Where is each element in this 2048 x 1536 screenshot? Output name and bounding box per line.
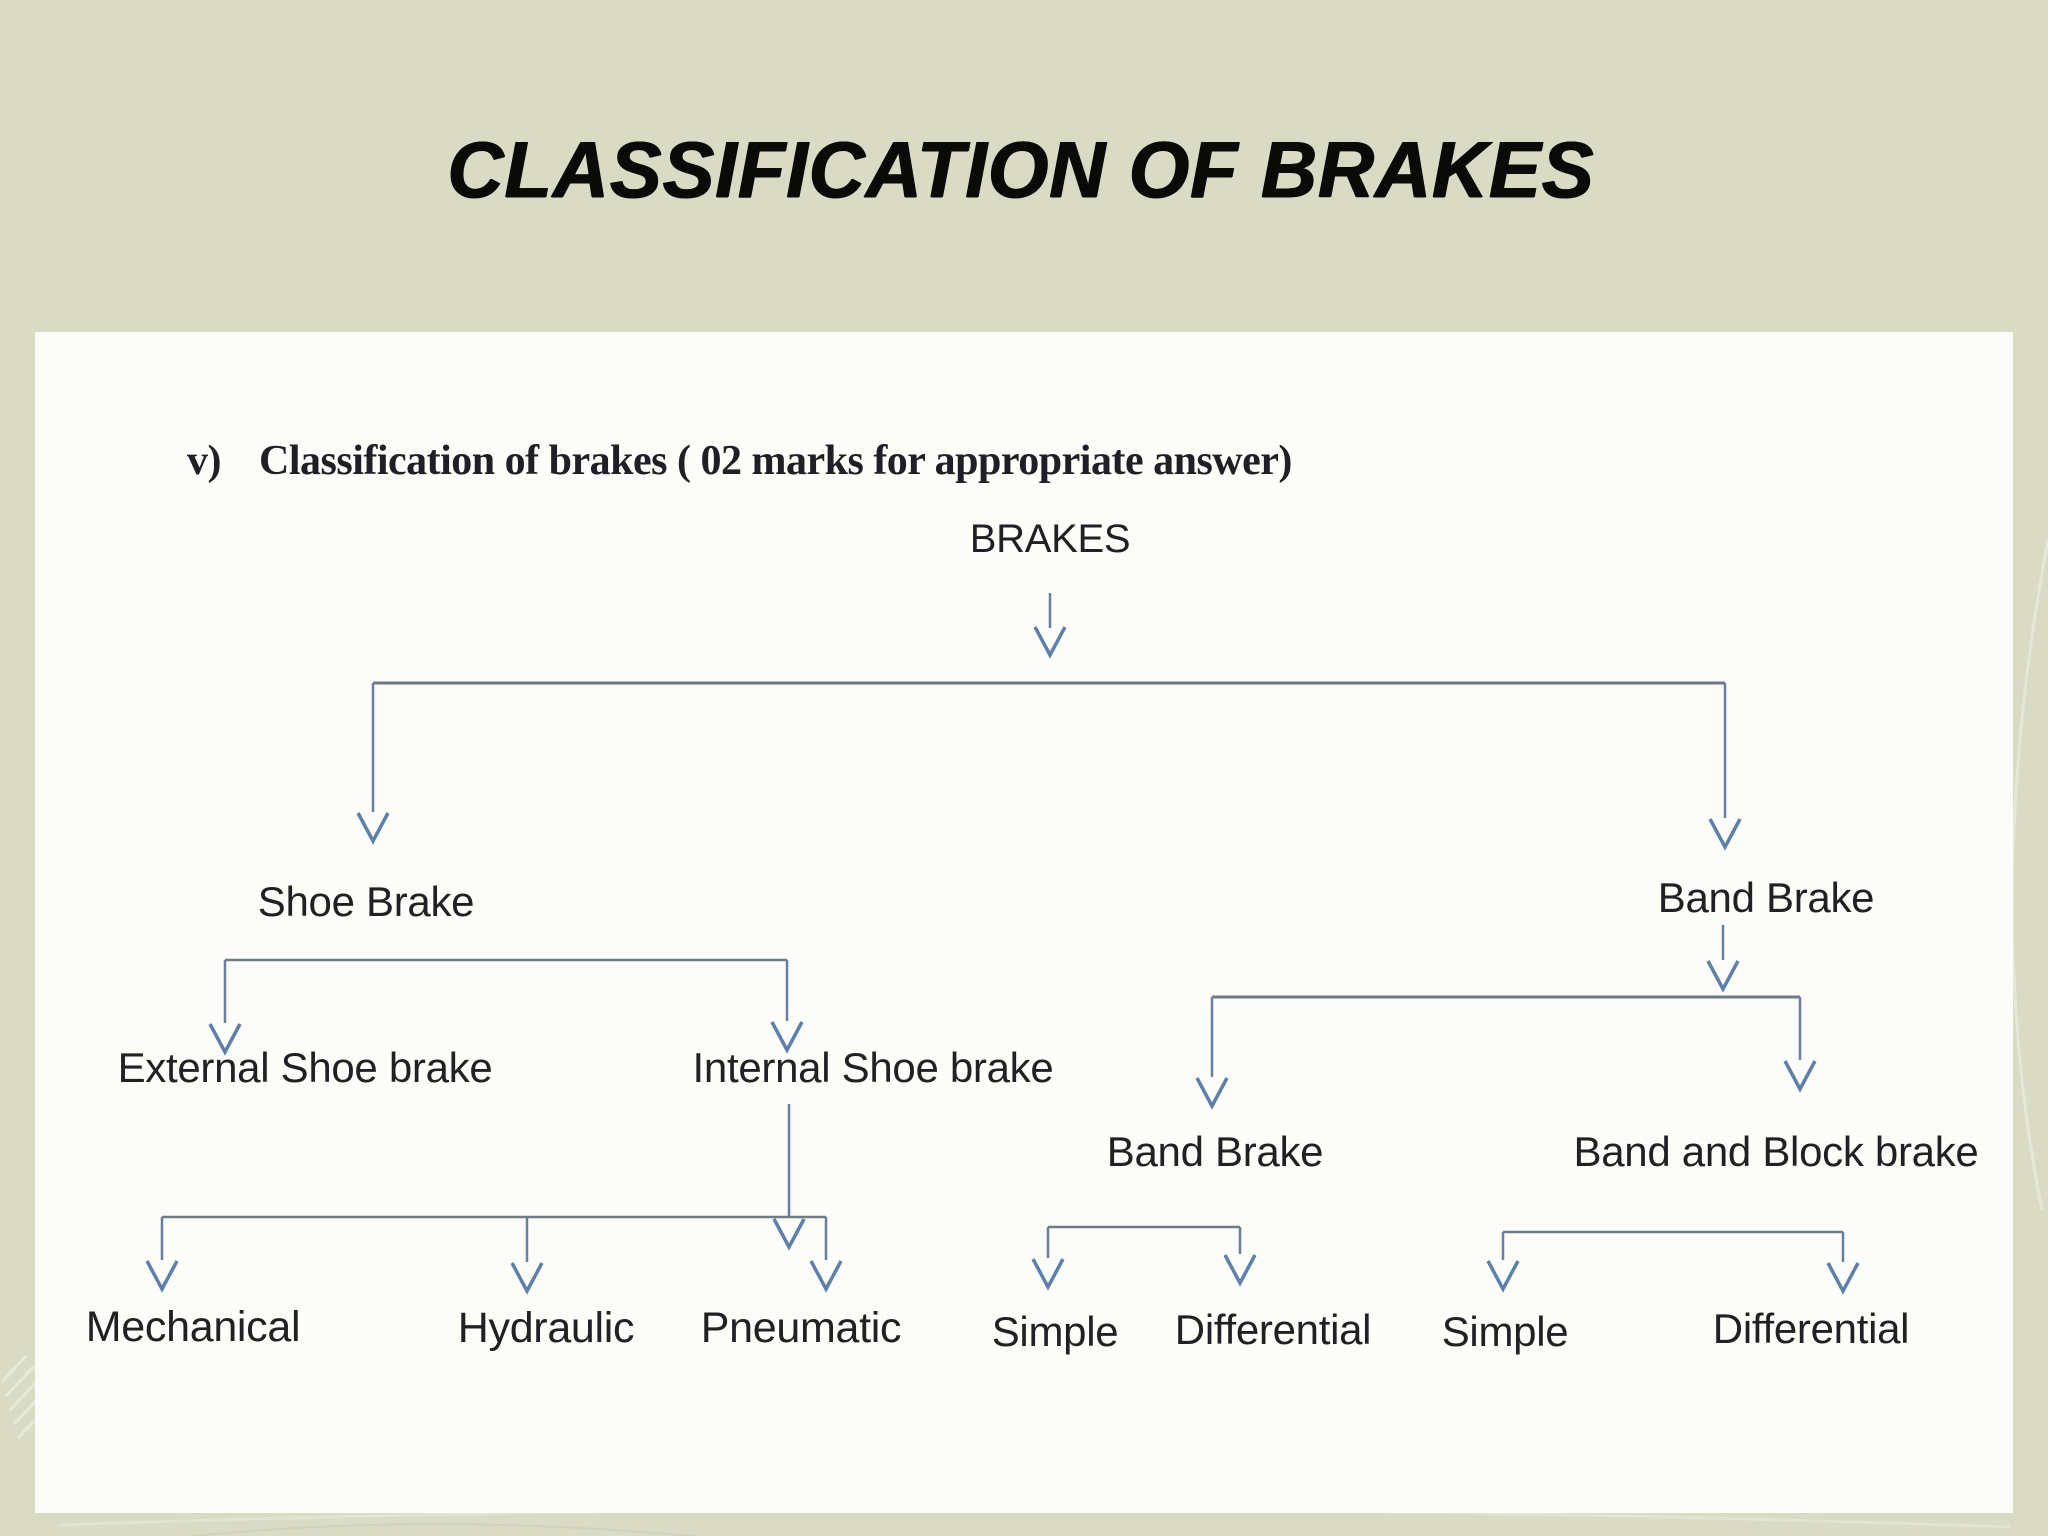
node-band-and-block-brake: Band and Block brake xyxy=(1573,1128,1979,1175)
node-differential-block: Differential xyxy=(1712,1305,1910,1352)
node-hydraulic: Hydraulic xyxy=(457,1304,635,1352)
connector-shoe-bracket xyxy=(208,958,804,1056)
node-band-brake-sub: Band Brake xyxy=(1106,1128,1324,1175)
connector-band-down-arrow xyxy=(1706,925,1740,993)
node-differential-band: Differential xyxy=(1174,1306,1372,1353)
question-text: Classification of brakes ( 02 marks for … xyxy=(259,438,1292,484)
connector-internal-down-arrow xyxy=(772,1104,806,1251)
node-external-shoe-brake: External Shoe brake xyxy=(117,1044,493,1091)
node-shoe-brake: Shoe Brake xyxy=(257,878,475,925)
connector-band-bracket xyxy=(1195,995,1817,1110)
connector-internal-sub-bracket xyxy=(145,1215,843,1295)
question-marker: v) xyxy=(187,438,222,484)
question-heading: v) Classification of brakes ( 02 marks f… xyxy=(187,437,1292,485)
node-simple-band: Simple xyxy=(991,1308,1119,1355)
content-panel xyxy=(35,332,2013,1513)
node-simple-block: Simple xyxy=(1441,1308,1569,1355)
node-pneumatic: Pneumatic xyxy=(700,1304,902,1352)
connector-bandblock-bracket xyxy=(1486,1230,1860,1295)
connector-brakes-down-arrow xyxy=(1033,593,1067,659)
node-brakes: BRAKES xyxy=(969,517,1131,561)
connector-level1-bracket xyxy=(356,681,1742,851)
slide-title: CLASSIFICATION OF BRAKES xyxy=(447,125,1595,214)
connector-bandsub-bracket xyxy=(1031,1225,1257,1291)
node-mechanical: Mechanical xyxy=(85,1303,301,1351)
node-internal-shoe-brake: Internal Shoe brake xyxy=(692,1044,1054,1091)
node-band-brake: Band Brake xyxy=(1657,874,1875,921)
